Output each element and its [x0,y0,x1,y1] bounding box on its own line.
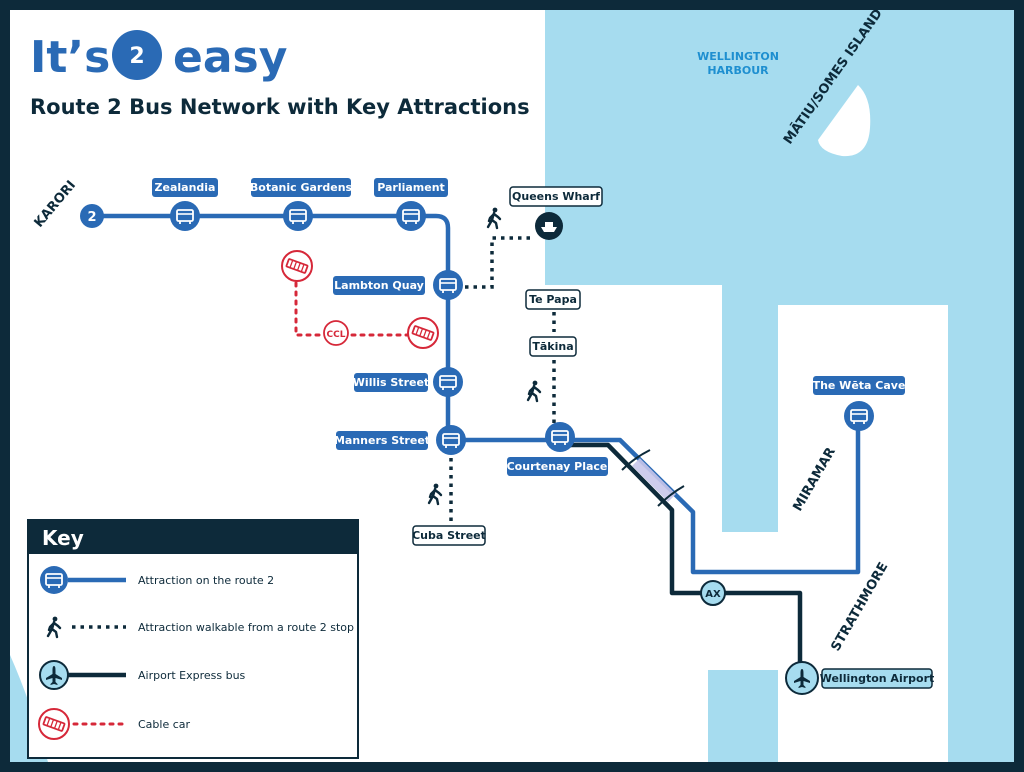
legend-item-route: Attraction on the route 2 [40,566,274,594]
cable-car-icon [38,708,70,740]
stop-label-parliament: Parliament [377,181,445,194]
legend-label-route: Attraction on the route 2 [138,574,274,587]
legend-box [27,519,359,759]
stop-wellington-airport[interactable]: Wellington Airport [785,661,935,695]
legend-label-airport: Airport Express bus [138,669,246,682]
stop-label-zealandia: Zealandia [155,181,216,194]
walk-label-cuba-street: Cuba Street [412,529,486,542]
legend-item-cable-car: Cable car [38,708,191,740]
airport-express-line [560,442,803,678]
legend-header [28,520,358,554]
harbour-water [545,10,1014,762]
stop-label-wellington-airport: Wellington Airport [820,672,935,685]
walk-line-queens-wharf [465,236,535,289]
title-pre: It’s [30,32,110,83]
stop-label-courtenay-place: Courtenay Place [507,460,608,473]
legend-item-walk: Attraction walkable from a route 2 stop [46,615,354,639]
stop-botanic-gardens[interactable]: Botanic Gardens [250,178,353,231]
title-number: 2 [129,44,144,69]
walk-queens-wharf[interactable]: Queens Wharf [509,186,603,240]
cable-car-icon [281,250,313,282]
legend-item-airport: Airport Express bus [39,660,246,690]
tunnel-portal-bottom [657,485,685,507]
page-subtitle: Route 2 Bus Network with Key Attractions [30,95,530,119]
stop-label-manners-street: Manners Street [334,434,430,447]
title-post: easy [173,32,287,83]
route-2-line [92,213,861,575]
route-start-number: 2 [87,210,96,225]
walk-takina[interactable]: Tākina [529,336,577,357]
stop-weta-cave[interactable]: The Wēta Cave [813,376,906,431]
stop-label-willis-street: Willis Street [353,376,429,389]
legend-label-walk: Attraction walkable from a route 2 stop [138,621,354,634]
walk-te-papa[interactable]: Te Papa [525,289,581,310]
stop-willis-street[interactable]: Willis Street [353,367,463,397]
cable-car-icon [407,317,439,349]
mt-victoria-tunnel [632,458,676,502]
cable-car-badge-text: CCL [327,330,346,340]
harbour-label-2: HARBOUR [707,64,769,77]
ferry-glyph [541,222,557,232]
title-number-badge [112,30,162,80]
ax-badge-text: AX [705,589,721,600]
legend: Key Attraction on the route 2 Attraction… [27,519,359,759]
bay-water [708,670,778,762]
walk-label-queens-wharf: Queens Wharf [512,190,600,203]
legend-title: Key [42,526,84,550]
stop-parliament[interactable]: Parliament [374,178,448,231]
stop-label-botanic-gardens: Botanic Gardens [250,181,353,194]
route-start-badge [80,204,104,228]
stop-label-lambton-quay: Lambton Quay [334,279,424,292]
harbour-label-1: WELLINGTON [697,50,779,63]
walk-label-te-papa: Te Papa [529,293,577,306]
cable-car-line [294,263,422,337]
walk-label-takina: Tākina [532,340,573,353]
tunnel-portal-top [621,449,651,471]
ax-badge: AX [700,580,726,606]
stop-manners-street[interactable]: Manners Street [334,425,466,455]
stop-courtenay-place[interactable]: Courtenay Place [507,422,608,476]
stop-lambton-quay[interactable]: Lambton Quay [333,270,463,300]
somes-island [818,85,871,157]
stop-zealandia[interactable]: Zealandia [152,178,218,231]
stop-label-weta-cave: The Wēta Cave [813,379,906,392]
cable-car-badge: CCL [323,320,349,346]
walk-cuba-street[interactable]: Cuba Street [412,525,486,546]
legend-label-cable-car: Cable car [138,718,191,731]
